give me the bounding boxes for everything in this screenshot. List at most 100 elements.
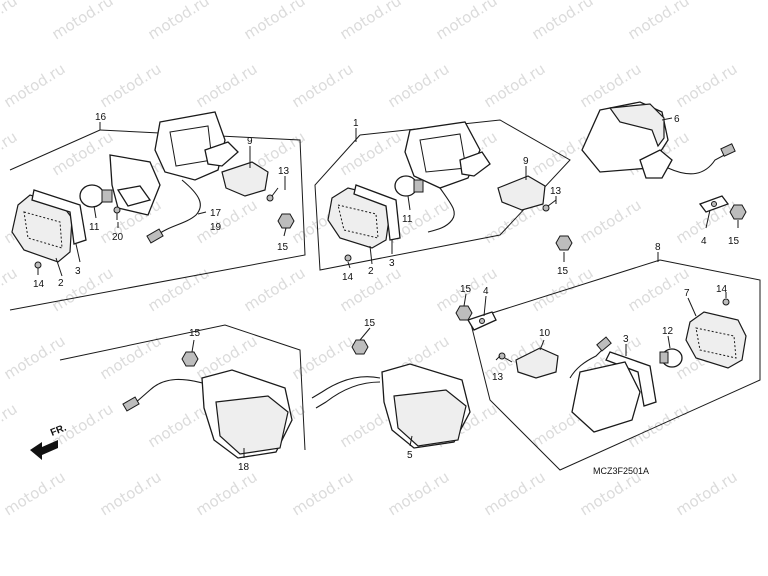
assembly-6 (581, 101, 736, 179)
diagram-code: MCZ3F2501A (593, 466, 649, 476)
callouts: 16 1 6 9 9 13 13 13 11 11 20 17 19 2 2 3… (33, 112, 740, 473)
screw-14-mid (344, 254, 352, 262)
watermark-text: motod.ru (289, 60, 357, 112)
wire-lead-5 (311, 376, 381, 399)
callout: 19 (210, 222, 222, 233)
screw-13-mid (542, 199, 557, 212)
nut-15-b2 (351, 339, 369, 355)
watermark-text: motod.ru (49, 264, 117, 316)
grommet-4-center (467, 311, 497, 331)
callout: 18 (238, 462, 250, 473)
watermark-text: motod.ru (1, 332, 69, 384)
callout: 13 (278, 166, 290, 177)
callout: 3 (623, 334, 629, 345)
watermark-text: motod.ru (337, 128, 405, 180)
assembly-1 (327, 121, 573, 262)
watermark-text: motod.ru (145, 400, 213, 452)
bulb-12 (659, 348, 683, 368)
watermark-text: motod.ru (385, 468, 453, 520)
screw-14-right (722, 298, 730, 306)
callout: 11 (89, 222, 100, 233)
leader-lines (37, 117, 739, 458)
housing-1 (404, 121, 491, 189)
watermark-text: motod.ru (0, 400, 20, 452)
watermark-text: motod.ru (97, 60, 165, 112)
watermark-text: motod.ru (97, 468, 165, 520)
callout: 15 (277, 242, 289, 253)
callout: 16 (95, 112, 107, 123)
watermark-text: motod.ru (0, 128, 20, 180)
watermark-text: motod.ru (0, 264, 20, 316)
watermark-text: motod.ru (193, 196, 261, 248)
wire-lead-mid (427, 187, 455, 233)
callout: 14 (342, 272, 354, 283)
lens-9-left (221, 161, 269, 197)
callout: 13 (550, 186, 562, 197)
watermark-text: motod.ru (289, 332, 357, 384)
housing-16 (154, 111, 239, 181)
socket-bracket (109, 154, 161, 216)
watermark-text: motod.ru (529, 0, 597, 43)
harness-17 (155, 179, 201, 237)
screw-20 (113, 206, 121, 220)
watermark-text: motod.ru (289, 468, 357, 520)
watermark-text: motod.ru (433, 0, 501, 43)
watermark-text: motod.ru (145, 264, 213, 316)
callout: 8 (655, 242, 661, 253)
bulb-11-mid (394, 175, 424, 197)
watermark-text: motod.ru (337, 0, 405, 43)
callout: 2 (58, 278, 64, 289)
connector-19 (146, 228, 164, 244)
callout: 15 (557, 266, 569, 277)
watermark-text: motod.ru (241, 0, 309, 43)
lens-10 (515, 347, 559, 379)
watermark-text: motod.ru (49, 0, 117, 43)
callout: 12 (662, 326, 674, 337)
watermark-layer: motod.ru motod.ru motod.ru motod.ru motod.ru… (0, 0, 740, 519)
wire-lead-18 (133, 378, 207, 405)
watermark-text: motod.ru (49, 128, 117, 180)
callout: 15 (364, 318, 376, 329)
callout: 4 (483, 286, 489, 297)
assembly-8 (498, 298, 747, 433)
assembly-16 (11, 111, 295, 269)
front-arrow-icon (30, 440, 58, 460)
grommet-4-top (698, 195, 730, 213)
callout: 15 (460, 284, 472, 295)
callout: 15 (189, 328, 201, 339)
callout: 4 (701, 236, 707, 247)
watermark-text: motod.ru (673, 60, 741, 112)
watermark-text: motod.ru (0, 0, 20, 43)
group-outline-1 (314, 119, 571, 271)
watermark-text: motod.ru (1, 60, 69, 112)
bulb-11-left (79, 184, 113, 208)
watermark-text: motod.ru (385, 60, 453, 112)
callout: 14 (716, 284, 728, 295)
watermark-text: motod.ru (145, 0, 213, 43)
callout: 13 (492, 372, 504, 383)
assembly-18 (122, 351, 293, 459)
callout: 10 (539, 328, 551, 339)
callout: 14 (33, 279, 45, 290)
callout: 9 (247, 136, 253, 147)
gasket-3-right (605, 351, 657, 407)
watermark-text: motod.ru (193, 60, 261, 112)
assembly-5 (311, 339, 471, 449)
callout: 1 (353, 118, 359, 129)
watermark-text: motod.ru (193, 468, 261, 520)
nut-15-mid (555, 235, 573, 251)
watermark-text: motod.ru (481, 468, 549, 520)
screw-13-right (498, 352, 513, 363)
watermark-text: motod.ru (625, 264, 693, 316)
gasket-3-left (31, 189, 87, 245)
lens-9-mid (497, 175, 546, 211)
wire-lead-6 (667, 151, 731, 175)
watermark-text: motod.ru (577, 196, 645, 248)
gasket-3-mid (353, 184, 401, 241)
group-outline-18 (59, 324, 306, 451)
nut-15-top (729, 204, 747, 220)
callout: 9 (523, 156, 529, 167)
nut-15-b1 (181, 351, 199, 367)
watermark-text: motod.ru (625, 0, 693, 43)
